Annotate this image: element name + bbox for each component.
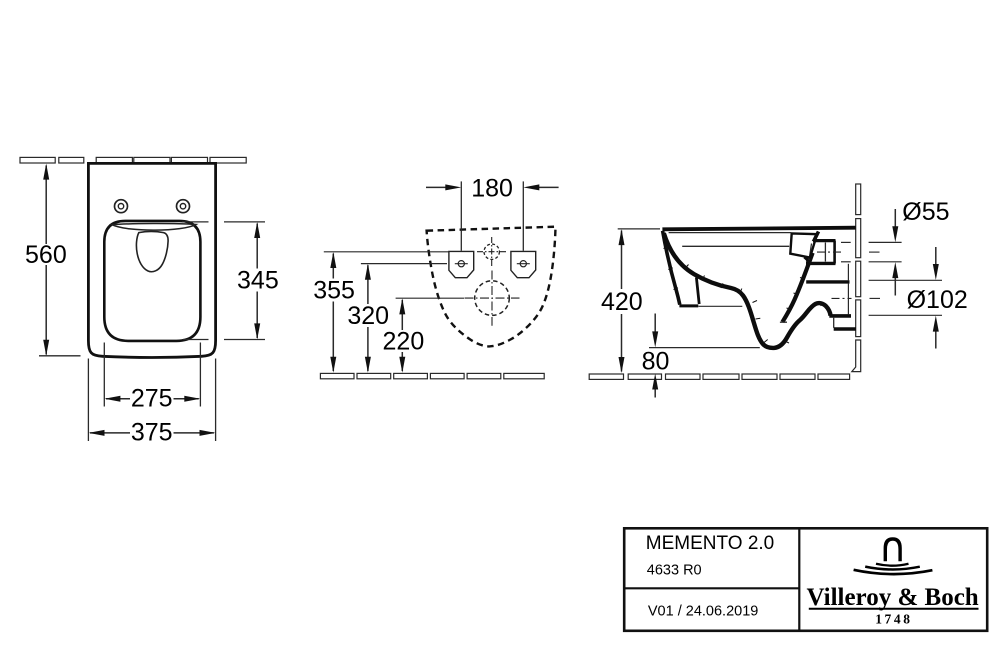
svg-text:V01 / 24.06.2019: V01 / 24.06.2019 (648, 603, 758, 619)
svg-text:320: 320 (347, 302, 389, 330)
svg-text:220: 220 (383, 327, 425, 355)
svg-text:Ø55: Ø55 (902, 198, 949, 226)
svg-text:MEMENTO 2.0: MEMENTO 2.0 (646, 533, 774, 554)
svg-text:180: 180 (471, 174, 513, 202)
svg-text:345: 345 (237, 266, 279, 294)
svg-text:1748: 1748 (875, 611, 912, 626)
svg-text:560: 560 (25, 241, 67, 269)
svg-text:4633 R0: 4633 R0 (647, 562, 702, 578)
svg-text:355: 355 (313, 277, 355, 305)
svg-text:375: 375 (131, 419, 173, 447)
svg-text:420: 420 (601, 288, 643, 316)
svg-text:Ø102: Ø102 (907, 286, 968, 314)
svg-text:275: 275 (131, 385, 173, 413)
svg-text:Villeroy & Boch: Villeroy & Boch (807, 584, 979, 611)
svg-text:80: 80 (642, 348, 670, 376)
